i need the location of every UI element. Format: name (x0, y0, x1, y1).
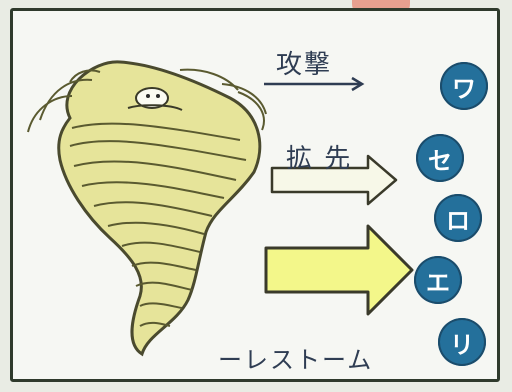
label-attack: 攻撃 (276, 50, 333, 80)
label-spread: 拡 先 (286, 144, 353, 174)
attack-arrow-icon (264, 76, 365, 92)
tornado-icon (27, 60, 267, 357)
badge-se: セ (416, 134, 464, 182)
spread-arrow-icon (270, 154, 398, 206)
badge-ro: ロ (434, 194, 482, 242)
badge-e: エ (414, 256, 462, 304)
badge-ri: リ (438, 318, 486, 366)
storm-arrow-icon (264, 224, 414, 316)
label-storm-name: ーレストーム (218, 346, 374, 374)
badge-wa: ワ (440, 62, 488, 110)
